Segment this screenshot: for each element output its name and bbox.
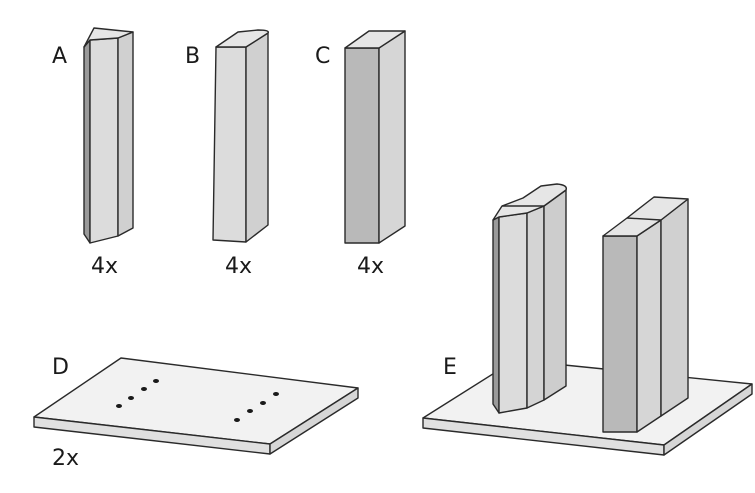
right-post-mid-face [636,219,662,433]
right-post-top-seam [626,217,662,221]
part-c-post [344,30,406,244]
hole [247,409,253,413]
part-a-front-face [89,37,119,244]
part-b-post [212,29,269,243]
left-post-right-face [543,189,567,401]
part-d-holes-left [116,379,159,408]
right-post-right-face [660,198,689,417]
hole [141,387,147,391]
part-d-quantity: 2x [52,446,80,471]
part-d-base-plate [33,357,359,455]
left-post-mid-face [526,205,545,409]
part-b-quantity: 4x [225,254,253,279]
part-e-plate-side-edge [663,383,753,456]
part-d-letter: D [52,355,69,380]
part-b-top-face [215,29,269,48]
hole [153,379,159,383]
hole [128,396,134,400]
part-b-front-face [212,46,247,243]
part-a-quantity: 4x [91,254,119,279]
part-c-letter: C [315,44,331,69]
part-a-left-bevel-face [83,39,91,244]
part-c-top-face [344,30,406,49]
part-e-assembly [422,183,753,456]
part-c-quantity: 4x [357,254,385,279]
left-post-bevel-face [492,216,500,414]
part-c-right-face [378,30,406,244]
part-a-letter: A [52,44,68,69]
hole [260,401,266,405]
part-d-side-edge [269,387,359,455]
part-a-top-face [83,27,134,48]
part-e-letter: E [443,355,457,380]
part-a-right-face [117,31,134,237]
left-post-front-face [498,212,528,414]
part-a-post [83,27,134,244]
part-b-letter: B [185,44,201,69]
part-e-right-post [602,196,689,433]
part-e-left-post [492,183,567,414]
part-b-right-face [245,32,269,243]
part-d-holes-right [234,392,279,422]
hole [273,392,279,396]
right-post-front-face [602,235,638,433]
hole [116,404,122,408]
hole [234,418,240,422]
part-c-front-face [344,47,380,244]
